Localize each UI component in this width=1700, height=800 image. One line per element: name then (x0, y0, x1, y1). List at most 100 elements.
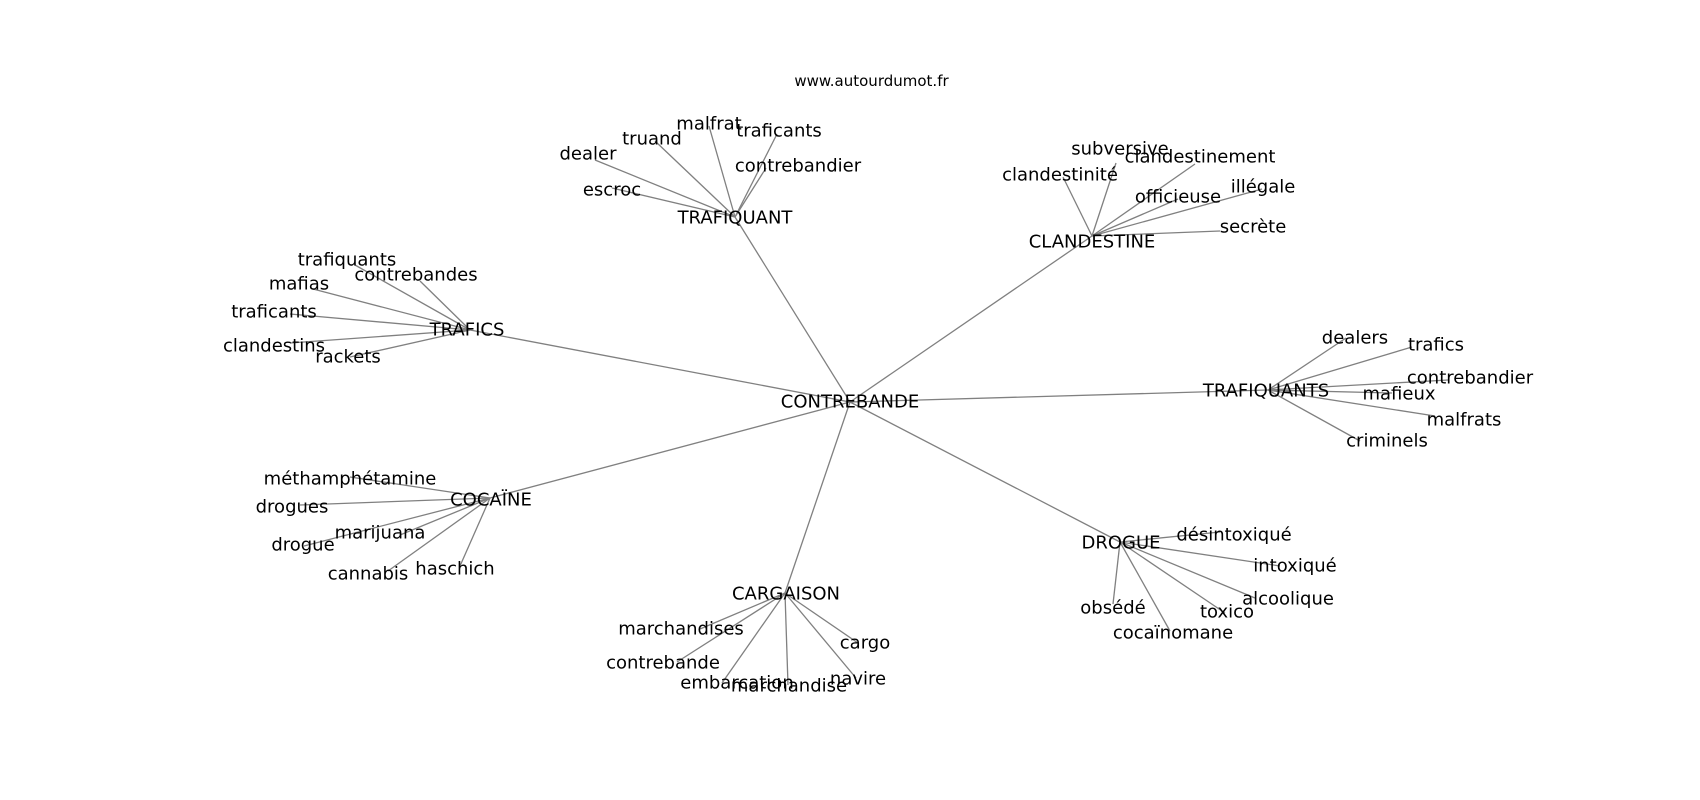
leaf-node-clandestins: clandestins (223, 336, 325, 357)
leaf-node-criminels: criminels (1346, 431, 1428, 452)
edge-trafiquant-escroc (611, 187, 736, 218)
leaf-node-secrete: secrète (1220, 217, 1287, 238)
edge-clandestine-clandestinite (1062, 176, 1093, 237)
leaf-node-malfrats: malfrats (1427, 410, 1502, 431)
root-node-label: CONTREBANDE (781, 392, 919, 413)
leaf-node-cargo: cargo (840, 633, 890, 654)
edge-clandestine-subversive (1091, 162, 1117, 237)
edge-root-cargaison (784, 401, 851, 594)
hub-node-trafiquants: TRAFIQUANTS (1202, 381, 1329, 402)
edge-drogue-intoxique (1119, 541, 1281, 567)
edge-cargaison-embarcation (721, 592, 786, 684)
edge-trafiquants-criminels (1267, 389, 1361, 442)
edge-root-trafiquant (734, 216, 851, 403)
leaf-node-mafieux: mafieux (1362, 384, 1435, 405)
graph-edges (289, 125, 1449, 686)
leaf-node-escroc: escroc (583, 180, 641, 201)
leaf-node-clandestinite: clandestinité (1002, 165, 1118, 186)
edge-trafiquant-contrebandier (734, 167, 767, 218)
edge-drogue-alcoolique (1119, 541, 1256, 599)
edge-drogue-obsede (1112, 541, 1121, 605)
edge-root-clandestine (849, 235, 1093, 403)
leaf-node-obsede: obsédé (1080, 598, 1145, 619)
edge-cargaison-cargo (784, 592, 859, 644)
leaf-node-intoxique: intoxiqué (1253, 556, 1337, 577)
source-url: www.autourdumot.fr (794, 72, 949, 90)
edge-trafiquants-trafics (1267, 346, 1413, 391)
edge-root-trafiquants (849, 389, 1269, 403)
edge-cargaison-marchandises (699, 592, 786, 630)
hub-node-trafics: TRAFICS (429, 320, 505, 341)
edge-drogue-desintoxique (1119, 531, 1221, 543)
edge-trafics-clandestins (289, 329, 471, 344)
leaf-node-mafias: mafias (269, 274, 329, 295)
edge-root-drogue (849, 401, 1121, 543)
leaf-node-contrebandier: contrebandier (1407, 368, 1534, 389)
edge-drogue-cocainomane (1119, 541, 1171, 632)
hub-node-trafiquant: TRAFIQUANT (677, 208, 794, 229)
leaf-node-desintoxique: désintoxiqué (1176, 525, 1291, 546)
leaf-node-traficants: traficants (231, 302, 317, 323)
edge-cocaine-drogues (299, 497, 491, 506)
edge-clandestine-clandestinement (1091, 163, 1196, 237)
edge-trafiquants-contrebandier (1267, 379, 1449, 391)
edge-cargaison-navire (784, 592, 857, 679)
leaf-node-subversive: subversive (1071, 139, 1168, 160)
edge-cocaine-marijuana (399, 497, 491, 536)
edge-trafics-mafias (312, 288, 471, 331)
leaf-node-alcoolique: alcoolique (1242, 589, 1334, 610)
leaf-node-cannabis: cannabis (328, 564, 409, 585)
edge-clandestine-illegale (1091, 188, 1263, 237)
leaf-node-navire: navire (830, 669, 886, 690)
leaf-node-dealers: dealers (1322, 328, 1388, 349)
leaf-node-cocainomane: cocaïnomane (1113, 623, 1233, 644)
edge-cocaine-drogue (303, 497, 491, 547)
leaf-node-toxico: toxico (1200, 602, 1254, 623)
edge-trafiquants-malfrats (1267, 389, 1436, 417)
edge-drogue-toxico (1119, 541, 1226, 614)
leaf-node-drogues: drogues (256, 497, 329, 518)
edge-cocaine-cannabis (387, 497, 491, 572)
leaf-node-trafiquants: trafiquants (298, 250, 397, 271)
edge-root-cocaine (489, 401, 851, 499)
edge-trafiquant-traficants (734, 133, 778, 218)
edge-cargaison-marchandise (784, 592, 789, 686)
leaf-node-marchandise: marchandise (731, 676, 847, 697)
edge-clandestine-officieuse (1091, 198, 1179, 237)
edge-clandestine-secrete (1091, 230, 1221, 237)
leaf-node-illegale: illégale (1231, 177, 1296, 198)
leaf-node-truand: truand (622, 129, 682, 150)
edge-trafics-contrebandes (419, 280, 471, 331)
edge-trafiquant-dealer (594, 159, 736, 218)
leaf-node-officieuse: officieuse (1135, 187, 1221, 208)
leaf-node-traficants: traficants (736, 121, 822, 142)
edge-cocaine-methamphetamine (349, 476, 491, 499)
leaf-node-haschich: haschich (415, 559, 494, 580)
edge-trafiquants-mafieux (1267, 389, 1393, 394)
leaf-node-marijuana: marijuana (335, 523, 426, 544)
leaf-node-clandestinement: clandestinement (1125, 147, 1276, 168)
hub-node-drogue: DROGUE (1081, 533, 1160, 554)
leaf-node-methamphetamine: méthamphétamine (264, 469, 437, 490)
leaf-node-dealer: dealer (559, 144, 617, 165)
leaf-node-contrebandier: contrebandier (735, 156, 862, 177)
edge-root-trafics (469, 329, 851, 403)
leaf-node-embarcation: embarcation (680, 673, 793, 694)
leaf-node-contrebandes: contrebandes (354, 265, 477, 286)
edge-trafiquants-dealers (1267, 337, 1347, 391)
edge-trafics-rackets (349, 329, 471, 358)
edge-trafiquant-malfrat (708, 125, 736, 218)
edge-trafics-traficants (289, 313, 471, 331)
leaf-node-drogue: drogue (271, 535, 334, 556)
leaf-node-trafics: trafics (1408, 335, 1464, 356)
edge-cocaine-haschich (459, 497, 491, 567)
leaf-node-rackets: rackets (315, 347, 381, 368)
hub-node-clandestine: CLANDESTINE (1029, 232, 1156, 253)
hub-node-cocaine: COCAÏNE (450, 490, 532, 511)
hub-node-cargaison: CARGAISON (732, 584, 840, 605)
edge-trafiquant-truand (654, 140, 736, 218)
leaf-node-malfrat: malfrat (676, 114, 741, 135)
edge-trafics-trafiquants (354, 264, 471, 331)
